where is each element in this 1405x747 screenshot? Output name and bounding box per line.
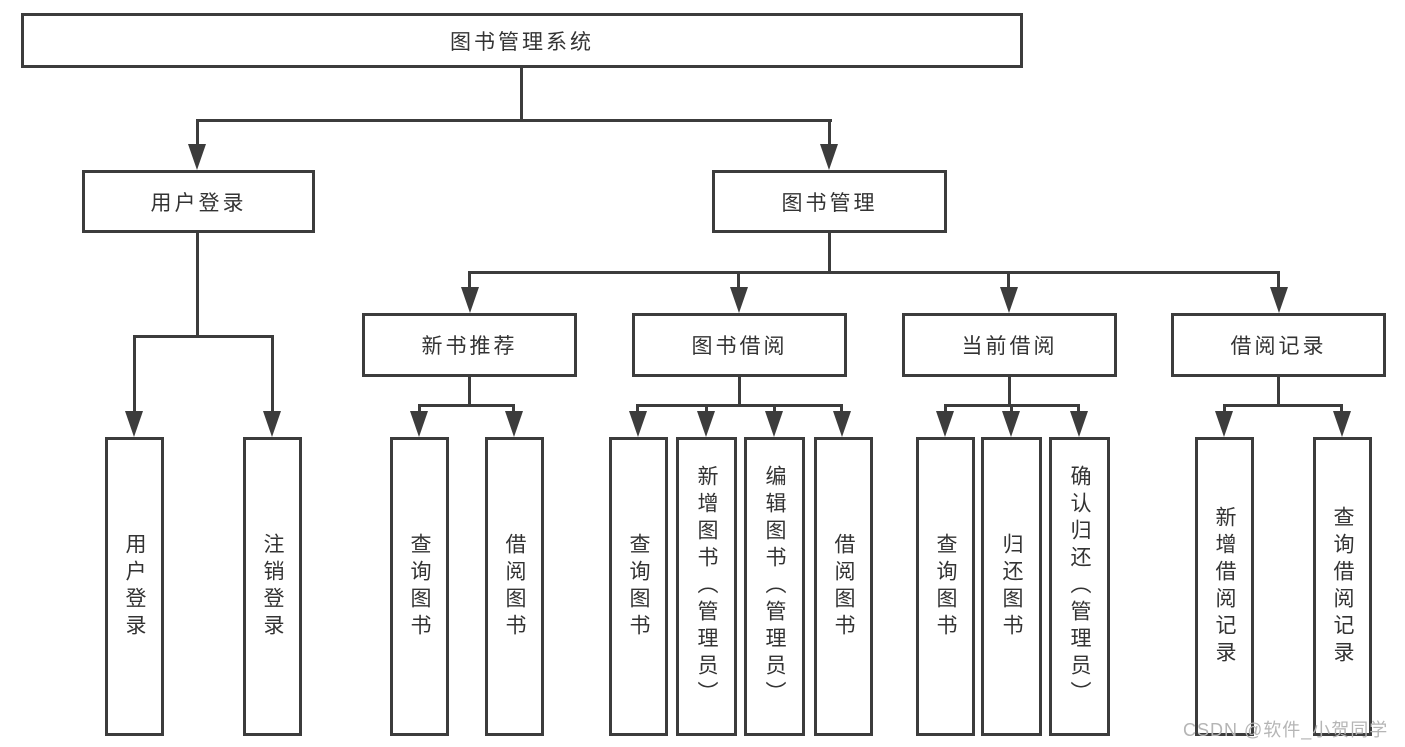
leaf-return-books: 归还图书: [981, 437, 1042, 736]
arrowhead-icon: [820, 144, 838, 170]
connector-drop: [944, 404, 947, 414]
connector-drop-user-login: [196, 119, 199, 149]
connector-stem: [1008, 377, 1011, 406]
node-library-management-system: 图书管理系统: [21, 13, 1023, 68]
node-new-book-recommendation: 新书推荐: [362, 313, 577, 377]
leaf-query-books-recommend: 查询图书: [390, 437, 449, 736]
arrowhead-icon: [936, 411, 954, 437]
leaf-add-book-admin: 新增图书（管理员）: [676, 437, 737, 736]
node-borrowing-records: 借阅记录: [1171, 313, 1386, 377]
leaf-query-books-current: 查询图书: [916, 437, 975, 736]
arrowhead-icon: [505, 411, 523, 437]
connector-drop: [1277, 271, 1280, 291]
connector-drop: [1007, 271, 1010, 291]
arrowhead-icon: [410, 411, 428, 437]
leaf-user-login: 用户登录: [105, 437, 164, 736]
connector-stem: [1277, 377, 1280, 406]
connector-book-management-branch: [468, 271, 1280, 274]
connector-user-login-stem: [196, 233, 199, 335]
connector-drop: [418, 404, 421, 414]
connector-drop: [840, 404, 843, 414]
connector-drop: [1223, 404, 1226, 414]
connector-drop: [512, 404, 515, 414]
connector-drop: [636, 404, 639, 414]
leaf-query-books-borrowing: 查询图书: [609, 437, 668, 736]
connector-root-stem: [520, 67, 523, 119]
node-current-borrowing: 当前借阅: [902, 313, 1117, 377]
connector-drop: [737, 271, 740, 291]
leaf-borrow-books-borrowing: 借阅图书: [814, 437, 873, 736]
node-book-borrowing: 图书借阅: [632, 313, 847, 377]
connector-root-branch: [196, 119, 832, 122]
watermark: CSDN @软件_小贺同学: [1183, 720, 1389, 740]
connector-drop: [1340, 404, 1343, 414]
arrowhead-icon: [1002, 411, 1020, 437]
connector-drop: [1077, 404, 1080, 414]
leaf-logout: 注销登录: [243, 437, 302, 736]
node-user-login: 用户登录: [82, 170, 315, 233]
connector-branch: [418, 404, 515, 407]
arrowhead-icon: [263, 411, 281, 437]
arrowhead-icon: [697, 411, 715, 437]
connector-stem: [468, 377, 471, 406]
leaf-edit-book-admin: 编辑图书（管理员）: [744, 437, 805, 736]
arrowhead-icon: [461, 287, 479, 313]
connector-drop: [773, 404, 776, 414]
connector-drop: [1010, 404, 1013, 414]
arrowhead-icon: [629, 411, 647, 437]
leaf-confirm-return-admin: 确认归还（管理员）: [1049, 437, 1110, 736]
arrowhead-icon: [833, 411, 851, 437]
connector-drop: [705, 404, 708, 414]
arrowhead-icon: [125, 411, 143, 437]
connector-user-login-branch: [133, 335, 274, 338]
arrowhead-icon: [1215, 411, 1233, 437]
leaf-query-borrow-record: 查询借阅记录: [1313, 437, 1372, 736]
leaf-add-borrow-record: 新增借阅记录: [1195, 437, 1254, 736]
connector-drop: [468, 271, 471, 291]
connector-drop: [133, 335, 136, 415]
arrowhead-icon: [1270, 287, 1288, 313]
connector-branch: [636, 404, 843, 407]
arrowhead-icon: [1070, 411, 1088, 437]
connector-stem: [738, 377, 741, 406]
arrowhead-icon: [1000, 287, 1018, 313]
arrowhead-icon: [765, 411, 783, 437]
arrowhead-icon: [1333, 411, 1351, 437]
node-book-management: 图书管理: [712, 170, 947, 233]
connector-book-management-stem: [828, 233, 831, 273]
connector-drop-book-management: [828, 119, 831, 149]
arrowhead-icon: [188, 144, 206, 170]
leaf-borrow-books-recommend: 借阅图书: [485, 437, 544, 736]
arrowhead-icon: [730, 287, 748, 313]
connector-drop: [271, 335, 274, 415]
connector-branch: [1223, 404, 1343, 407]
